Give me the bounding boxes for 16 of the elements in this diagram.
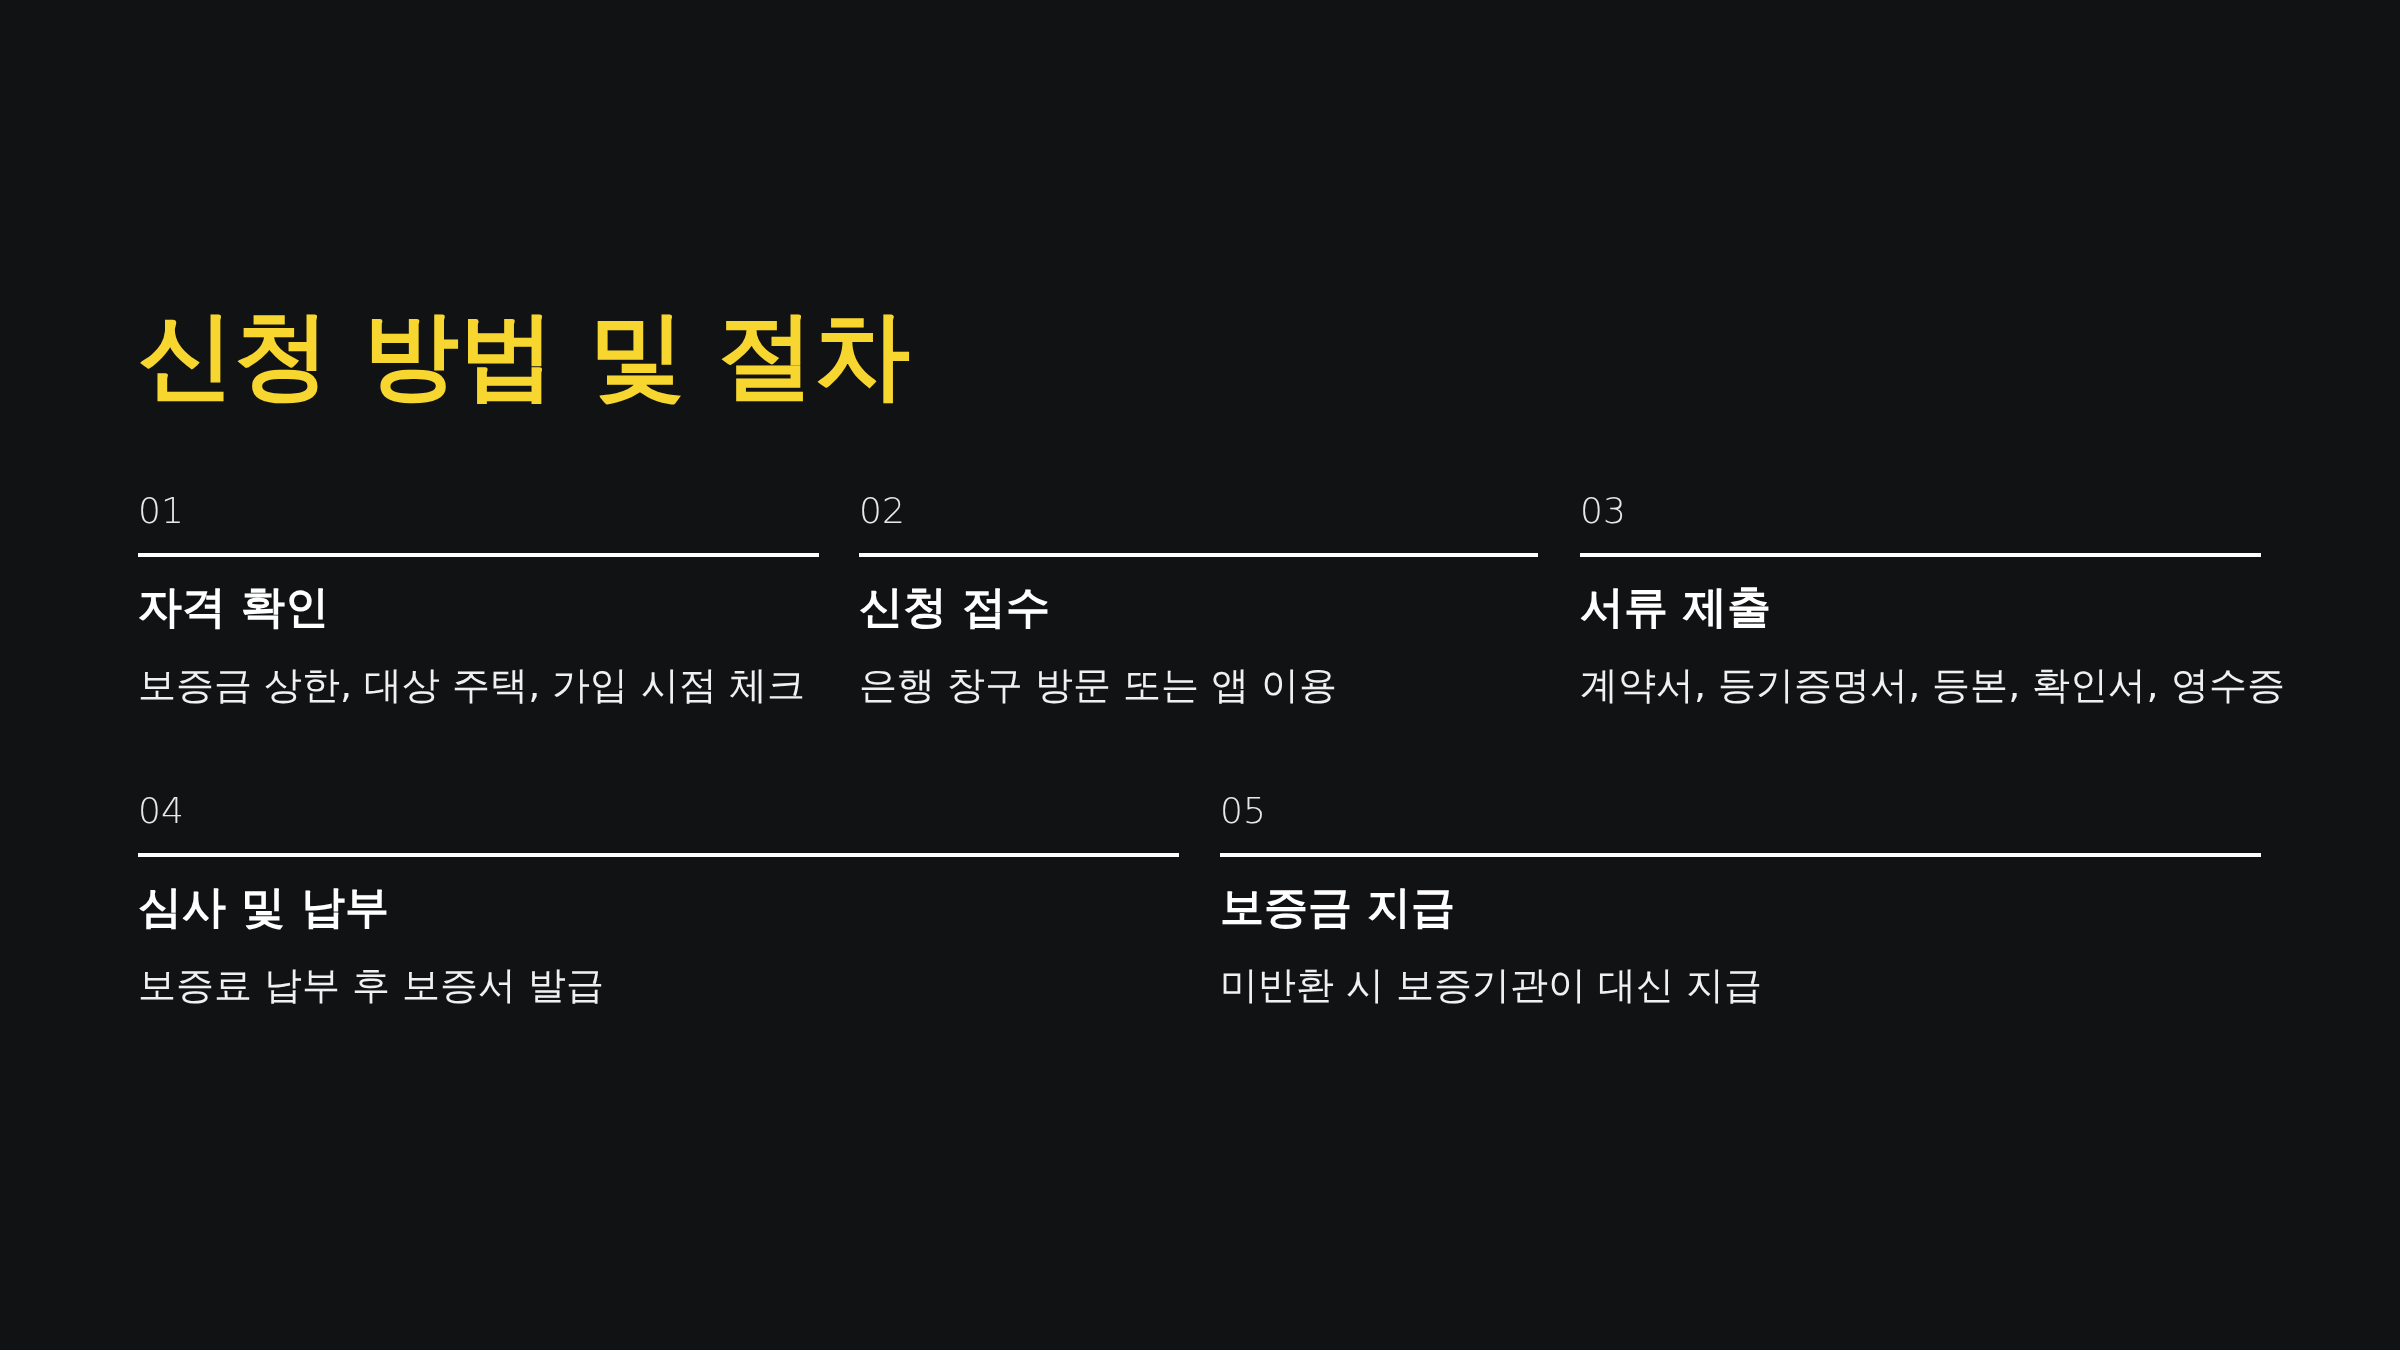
step-number: 01 — [138, 490, 184, 531]
step-heading: 서류 제출 — [1580, 580, 1772, 634]
step-description: 계약서, 등기증명서, 등본, 확인서, 영수증 — [1580, 662, 2285, 709]
step-number: 04 — [138, 790, 184, 831]
step-number: 03 — [1580, 490, 1626, 531]
step-description: 보증금 상한, 대상 주택, 가입 시점 체크 — [138, 662, 805, 709]
step-description: 은행 창구 방문 또는 앱 이용 — [859, 662, 1338, 709]
step-heading: 자격 확인 — [138, 580, 330, 634]
step-number: 05 — [1220, 790, 1266, 831]
step-heading: 보증금 지급 — [1220, 880, 1456, 934]
step-number: 02 — [859, 490, 905, 531]
slide-title: 신청 방법 및 절차 — [138, 298, 911, 413]
step-heading: 신청 접수 — [859, 580, 1051, 634]
step-heading: 심사 및 납부 — [138, 880, 389, 934]
step-description: 미반환 시 보증기관이 대신 지급 — [1220, 962, 1763, 1009]
step-description: 보증료 납부 후 보증서 발급 — [138, 962, 605, 1009]
